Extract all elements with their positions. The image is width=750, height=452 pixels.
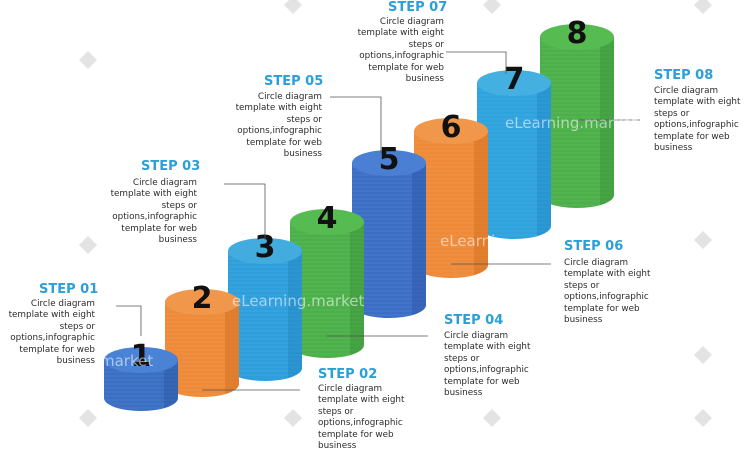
cylinder-body (104, 360, 178, 411)
step-01-description: Circle diagram template with eight steps… (8, 299, 95, 367)
step-number-1: 1 (131, 339, 152, 374)
step-07-title: STEP 07 (388, 0, 448, 15)
step-03-title: STEP 03 (141, 159, 201, 174)
cylinder-steps: 8 7 6 5 4 3 2 1 (104, 16, 614, 411)
step-cylinder-5: 5 (352, 142, 426, 318)
cylinder-shade (225, 302, 239, 394)
step-04-title: STEP 04 (444, 313, 504, 328)
cylinder-body (540, 37, 614, 208)
watermark-diamond-shape (483, 0, 501, 14)
step-number-7: 7 (504, 62, 525, 97)
step-01-title: STEP 01 (39, 282, 99, 297)
watermark-label: eLearning.market (232, 292, 364, 310)
step-06-title: STEP 06 (564, 239, 624, 254)
watermark-diamond-shape (694, 0, 712, 14)
step-08-description: Circle diagram template with eight steps… (654, 86, 741, 154)
step-cylinder-2: 2 (165, 281, 239, 397)
watermark-label: market (100, 352, 153, 370)
watermark-diamond-shape (284, 409, 302, 427)
cylinder-top (104, 347, 178, 373)
cylinder-top (414, 118, 488, 144)
cylinder-top (540, 24, 614, 50)
watermark-diamond-shape (79, 236, 97, 254)
step-02-title: STEP 02 (318, 367, 378, 382)
step-number-8: 8 (567, 16, 588, 51)
step-cylinder-1: 1 (104, 339, 178, 411)
step-number-6: 6 (441, 110, 462, 145)
cylinder-shade (350, 222, 364, 355)
watermark-diamond-shape (694, 231, 712, 249)
step-cylinder-7: 7 (477, 62, 551, 239)
step-07-description: Circle diagram template with eight steps… (357, 17, 444, 85)
step-number-5: 5 (379, 142, 400, 177)
step-cylinder-6: 6 (414, 110, 488, 278)
cylinder-body (290, 222, 364, 358)
cylinder-top (290, 209, 364, 235)
cylinder-top (352, 150, 426, 176)
cylinder-body (352, 163, 426, 318)
connector-line (330, 96, 382, 153)
watermark-diamond-shape (284, 0, 302, 14)
connector-lines (116, 51, 640, 391)
step-05-title: STEP 05 (264, 74, 324, 89)
step-number-3: 3 (255, 230, 276, 265)
watermark-diamond-shape (79, 409, 97, 427)
watermark-text: eLearning.market eLearni eLearning.market m… (100, 114, 637, 370)
cylinder-shade (412, 163, 426, 315)
step-cylinder-3: 3 (228, 230, 302, 381)
connector-line (224, 183, 266, 240)
watermark-label: eLearni (440, 232, 495, 250)
watermark-diamond-shape (483, 409, 501, 427)
cylinder-shade (600, 37, 614, 205)
cylinder-shade (164, 360, 178, 408)
cylinder-shade (288, 251, 302, 378)
watermark-diamond-shape (79, 51, 97, 69)
watermark-diamond-shape (694, 346, 712, 364)
cylinder-top (165, 289, 239, 315)
step-cylinder-8: 8 (540, 16, 614, 208)
connector-line (446, 51, 507, 74)
cylinder-shade (537, 83, 551, 236)
step-number-4: 4 (317, 201, 338, 236)
cylinder-body (165, 302, 239, 397)
cylinder-body (477, 83, 551, 239)
step-05-description: Circle diagram template with eight steps… (235, 92, 322, 160)
step-06-description: Circle diagram template with eight steps… (564, 258, 651, 326)
cylinder-shade (474, 131, 488, 275)
step-04-description: Circle diagram template with eight steps… (444, 331, 531, 399)
cylinder-top (228, 238, 302, 264)
step-number-2: 2 (192, 281, 213, 316)
cylinder-body (414, 131, 488, 278)
watermark-label: eLearning.market (505, 114, 637, 132)
step-cylinder-4: 4 (290, 201, 364, 358)
connector-line (116, 305, 142, 336)
step-08-title: STEP 08 (654, 68, 714, 83)
cylinder-body (228, 251, 302, 381)
step-03-description: Circle diagram template with eight steps… (110, 178, 197, 246)
watermark-diamond-shape (694, 409, 712, 427)
cylinder-top (477, 70, 551, 96)
